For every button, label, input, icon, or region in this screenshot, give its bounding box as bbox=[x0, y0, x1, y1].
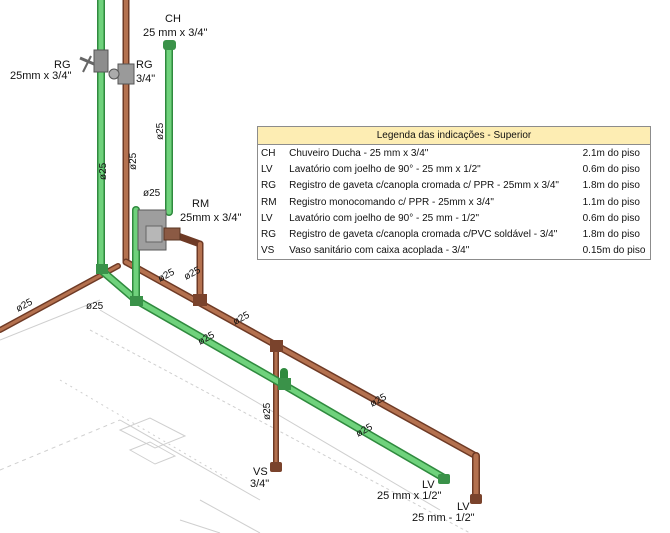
legend-row: VS Vaso sanitário com caixa acoplada - 3… bbox=[258, 243, 651, 260]
diameter-label: ø25 bbox=[143, 188, 161, 199]
legend-description: Vaso sanitário com caixa acoplada - 3/4" bbox=[289, 245, 470, 257]
legend-height: 1.8m do piso bbox=[582, 229, 640, 241]
diameter-label: ø25 bbox=[86, 301, 104, 312]
diameter-label: ø25 bbox=[98, 162, 109, 180]
legend-code: VS bbox=[261, 245, 275, 257]
legend-row: RM Registro monocomando c/ PPR - 25mm x … bbox=[258, 194, 651, 210]
fittings bbox=[79, 40, 482, 504]
vs-size: 3/4" bbox=[250, 478, 269, 490]
rg-left-size: 25mm x 3/4" bbox=[10, 70, 71, 82]
copper-pipes bbox=[0, 0, 480, 504]
legend-row: RG Registro de gaveta c/canopla cromada … bbox=[258, 226, 651, 242]
ch-code: CH bbox=[165, 13, 181, 25]
lv1-code: LV bbox=[422, 479, 435, 491]
legend-code: CH bbox=[261, 147, 276, 159]
rm-size: 25mm x 3/4" bbox=[180, 212, 241, 224]
green-pipes bbox=[97, 0, 448, 482]
legend-row: CH Chuveiro Ducha - 25 mm x 3/4" 2.1m do… bbox=[258, 145, 651, 162]
legend-description: Registro monocomando c/ PPR - 25mm x 3/4… bbox=[289, 196, 494, 208]
legend-row: LV Lavatório com joelho de 90° - 25 mm x… bbox=[258, 161, 651, 177]
legend-description: Registro de gaveta c/canopla cromada c/P… bbox=[289, 229, 558, 241]
legend-code: RM bbox=[261, 196, 277, 208]
floor-plan-outline bbox=[0, 299, 471, 533]
legend-row: RG Registro de gaveta c/canopla cromada … bbox=[258, 178, 651, 194]
rg-right-size: 3/4" bbox=[136, 73, 155, 85]
lv2-size: 25 mm - 1/2" bbox=[412, 512, 475, 524]
ch-size: 25 mm x 3/4" bbox=[143, 27, 208, 39]
legend-height: 0.6m do piso bbox=[582, 163, 640, 175]
legend-code: LV bbox=[261, 212, 273, 224]
legend-code: RG bbox=[261, 180, 276, 192]
legend-height: 2.1m do piso bbox=[582, 147, 640, 159]
rg-left-code: RG bbox=[54, 59, 71, 71]
legend-header-row: Legenda das indicações - Superior bbox=[257, 126, 651, 145]
legend-row: LV Lavatório com joelho de 90° - 25 mm -… bbox=[258, 210, 651, 226]
legend-description: Lavatório com joelho de 90° - 25 mm - 1/… bbox=[289, 212, 480, 224]
diameter-label: ø25 bbox=[262, 402, 273, 420]
legend-description: Registro de gaveta c/canopla cromada c/ … bbox=[289, 180, 559, 192]
legend-code: RG bbox=[261, 229, 276, 241]
legend-height: 0.6m do piso bbox=[582, 212, 640, 224]
legend-description: Lavatório com joelho de 90° - 25 mm x 1/… bbox=[289, 163, 481, 175]
legend-height: 0.15m do piso bbox=[582, 245, 646, 257]
fixture-labels: CH 25 mm x 3/4" RG 25mm x 3/4" RG 3/4" R… bbox=[10, 13, 475, 524]
rm-code: RM bbox=[192, 198, 209, 210]
legend-height: 1.1m do piso bbox=[582, 196, 640, 208]
rg-right-code: RG bbox=[136, 59, 153, 71]
legend-table: Legenda das indicações - Superior CH Chu… bbox=[257, 126, 651, 261]
lv2-code: LV bbox=[457, 501, 470, 513]
legend-code: LV bbox=[261, 163, 273, 175]
vs-code: VS bbox=[253, 466, 268, 478]
legend-description: Chuveiro Ducha - 25 mm x 3/4" bbox=[289, 147, 429, 159]
legend-title: Legenda das indicações - Superior bbox=[257, 126, 651, 145]
lv1-size: 25 mm x 1/2" bbox=[377, 490, 442, 502]
diameter-label: ø25 bbox=[128, 152, 139, 170]
legend-height: 1.8m do piso bbox=[582, 180, 640, 192]
diameter-label: ø25 bbox=[155, 122, 166, 140]
